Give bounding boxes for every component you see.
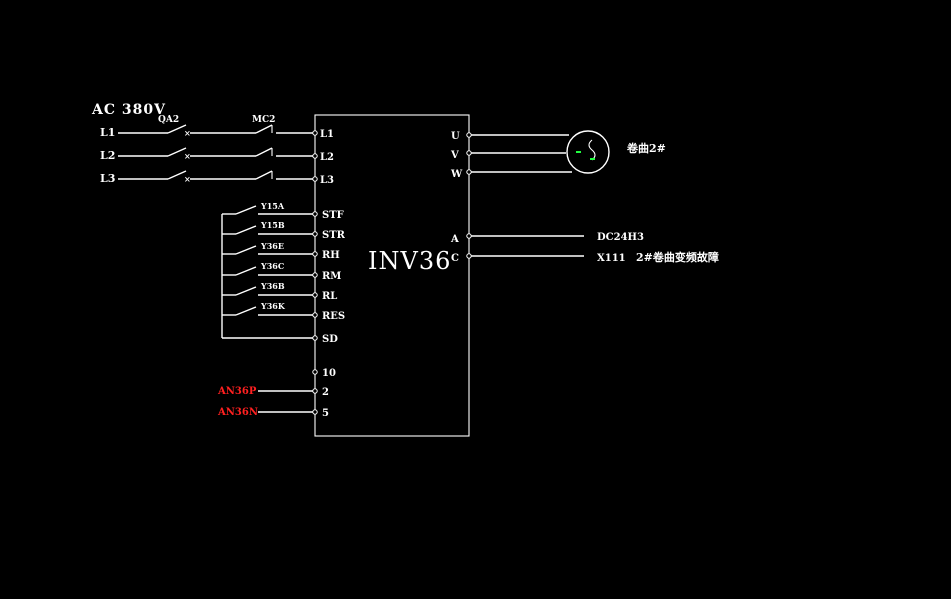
terminal-c xyxy=(466,253,472,259)
breaker-label: QA2 xyxy=(158,115,179,125)
supply-phase-l3: L3 xyxy=(100,172,115,185)
inverter-input-l3: L3 xyxy=(320,175,334,186)
breaker-contact-l2 xyxy=(167,147,187,157)
terminal-5 xyxy=(312,409,318,415)
inverter-input-rh: RH xyxy=(322,250,340,261)
inverter-output-u: U xyxy=(451,131,460,142)
relay-contact-rl xyxy=(235,286,257,296)
inverter-output-a: A xyxy=(450,234,459,245)
relay-label-y15b: Y15B xyxy=(260,220,285,230)
inverter-input-rm: RM xyxy=(322,271,341,282)
relay-contact-stf xyxy=(235,205,257,215)
inverter-input-sd: SD xyxy=(322,334,338,345)
terminal-2 xyxy=(312,388,318,394)
terminal-res xyxy=(312,312,318,318)
inverter-input-stf: STF xyxy=(322,210,344,221)
fault-signal-a: DC24H3 xyxy=(597,232,644,243)
inverter-input-rl: RL xyxy=(322,291,337,302)
terminal-stf xyxy=(312,211,318,217)
breaker-contact-l3 xyxy=(167,170,187,180)
motor-label: 卷曲2# xyxy=(626,141,666,155)
inverter-output-v: V xyxy=(450,150,459,161)
contactor-label: MC2 xyxy=(252,115,275,125)
inverter-input-10: 10 xyxy=(322,368,336,379)
terminal-l3 xyxy=(312,176,318,182)
terminal-a xyxy=(466,233,472,239)
terminal-u xyxy=(466,132,472,138)
inverter-output-c: C xyxy=(451,253,459,264)
relay-contact-rh xyxy=(235,245,257,255)
supply-title: AC 380V xyxy=(91,102,166,118)
inverter-input-str: STR xyxy=(322,230,346,241)
relay-label-y36e: Y36E xyxy=(260,241,284,251)
contactor-contact-l1 xyxy=(255,124,273,134)
inverter-name: INV36 xyxy=(368,247,451,275)
fault-signal-c-wire: X111 xyxy=(597,253,626,264)
inverter-input-l2: L2 xyxy=(320,152,334,163)
terminal-v xyxy=(466,150,472,156)
inverter-input-2: 2 xyxy=(322,387,329,398)
terminal-sd xyxy=(312,335,318,341)
terminal-10 xyxy=(312,369,318,375)
breaker-x-l3: × xyxy=(184,174,191,184)
relay-contact-rm xyxy=(235,266,257,276)
contactor-contact-l3 xyxy=(255,170,273,180)
terminal-str xyxy=(312,231,318,237)
inverter-output-w: W xyxy=(450,169,463,180)
breaker-contact-l1 xyxy=(167,124,187,134)
supply-phase-l1: L1 xyxy=(100,126,115,139)
inverter-input-l1: L1 xyxy=(320,129,334,140)
relay-label-y15a: Y15A xyxy=(260,201,285,211)
terminal-l2 xyxy=(312,153,318,159)
terminal-w xyxy=(466,169,472,175)
terminal-rh xyxy=(312,251,318,257)
fault-signal-c-desc: 2#卷曲变频故障 xyxy=(636,250,719,264)
inverter-input-5: 5 xyxy=(322,408,329,419)
terminal-rl xyxy=(312,292,318,298)
relay-label-y36b: Y36B xyxy=(260,281,285,291)
relay-label-y36c: Y36C xyxy=(260,261,284,271)
inverter-input-res: RES xyxy=(322,311,345,322)
breaker-x-l2: × xyxy=(184,151,191,161)
terminal-l1 xyxy=(312,130,318,136)
motor-winding-icon xyxy=(588,139,596,161)
terminal-rm xyxy=(312,272,318,278)
relay-label-y36k: Y36K xyxy=(260,301,286,311)
relay-contact-str xyxy=(235,225,257,235)
motor-circle xyxy=(566,130,610,174)
supply-phase-l2: L2 xyxy=(100,149,115,162)
breaker-x-l1: × xyxy=(184,128,191,138)
relay-contact-res xyxy=(235,306,257,316)
analog-signal-an36p: AN36P xyxy=(217,386,257,397)
contactor-contact-l2 xyxy=(255,147,273,157)
analog-signal-an36n: AN36N xyxy=(217,407,258,418)
